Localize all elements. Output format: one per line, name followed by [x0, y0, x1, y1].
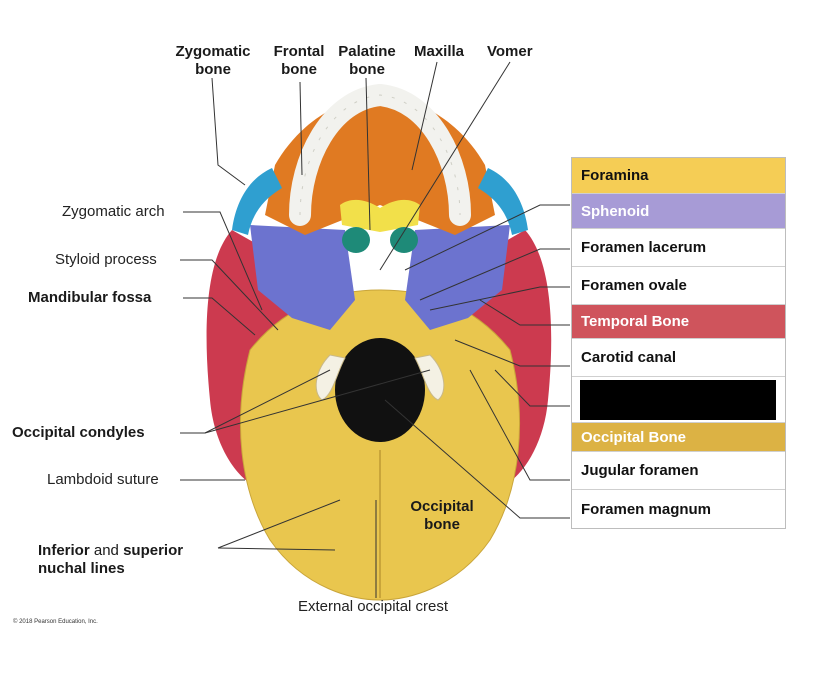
legend-foramen-ovale: Foramen ovale	[572, 267, 785, 305]
label-maxilla: Maxilla	[414, 43, 465, 60]
choana-right	[390, 227, 418, 253]
label-nuchal-lines: Inferior and superior nuchal lines	[38, 542, 184, 577]
legend-redacted-entry	[572, 377, 785, 423]
leader-lines	[180, 61, 570, 598]
foramen-magnum-shape	[335, 338, 425, 442]
zygomatic-bone-left	[232, 168, 282, 235]
label-styloid-process: Styloid process	[55, 251, 157, 268]
label-vomer: Vomer	[487, 43, 533, 60]
legend-jugular-foramen: Jugular foramen	[572, 452, 785, 490]
label-lambdoid-suture: Lambdoid suture	[47, 471, 159, 488]
legend-header-temporal: Temporal Bone	[572, 305, 785, 339]
legend-carotid-canal: Carotid canal	[572, 339, 785, 377]
zygomatic-bone-right	[478, 168, 528, 235]
label-zygomatic-arch: Zygomatic arch	[62, 203, 165, 220]
legend-foramen-lacerum: Foramen lacerum	[572, 229, 785, 267]
redaction-block	[580, 379, 776, 420]
legend-foramen-magnum: Foramen magnum	[581, 500, 712, 518]
occipital-bone-shape	[240, 289, 520, 601]
label-mandibular-fossa: Mandibular fossa	[28, 289, 152, 306]
legend-header-foramina: Foramina	[572, 158, 785, 194]
legend-panel: Foramina Sphenoid Foramen lacerum Forame…	[571, 157, 786, 529]
palatine-bone-shape	[340, 199, 420, 232]
label-occipital-condyles: Occipital condyles	[12, 424, 145, 441]
sphenoid-bone-left	[250, 225, 355, 330]
copyright-notice: © 2018 Pearson Education, Inc.	[13, 619, 98, 625]
label-external-occipital-crest: External occipital crest	[298, 598, 449, 615]
sphenoid-bone-right	[405, 225, 510, 330]
occipital-condyle-right	[414, 354, 445, 401]
legend-header-occipital: Occipital Bone	[572, 423, 785, 452]
legend-header-sphenoid: Sphenoid	[572, 194, 785, 229]
choana-left	[342, 227, 370, 253]
